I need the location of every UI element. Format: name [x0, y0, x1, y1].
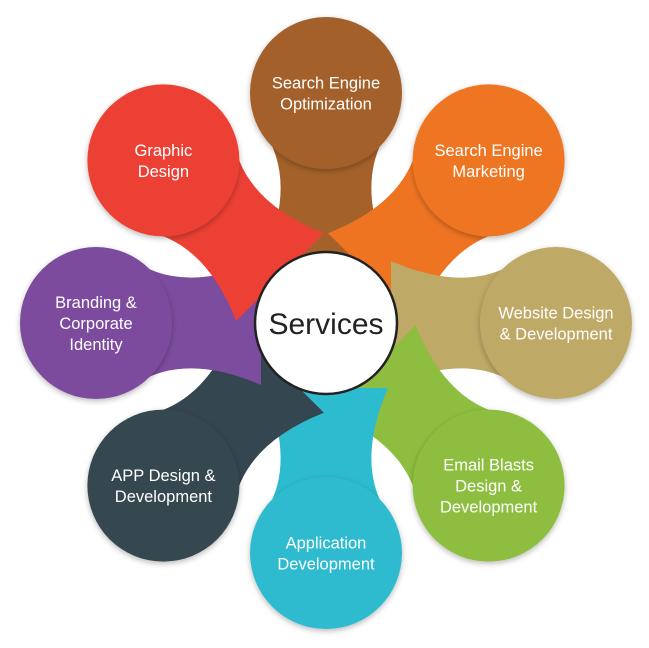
petal-label-line: Website Design [498, 305, 613, 323]
petal-circle-graphic [87, 84, 240, 237]
petal-label-line: Development [440, 499, 538, 517]
petal-label-line: Design [138, 163, 189, 181]
center-label: Services [268, 308, 383, 341]
center-hub: Services [253, 250, 399, 396]
center-circle [253, 250, 399, 396]
petal-label-line: Optimization [280, 96, 372, 114]
petal-label-line: Development [115, 488, 213, 506]
petal-app: APP Design & Development [87, 409, 240, 562]
petal-label-line: Design & [455, 478, 522, 496]
petal-label-line: Search Engine [272, 75, 380, 93]
petal-label-line: APP Design & [111, 467, 215, 485]
petal-label-line: & Development [500, 326, 613, 344]
petal-circle-app [87, 409, 240, 562]
petal-web: Website Design & Development [480, 247, 632, 399]
petal-label-line: Identity [69, 336, 123, 354]
petal-circle-seo [250, 17, 402, 169]
petal-label-line: Corporate [59, 315, 132, 333]
petal-circle-brand [20, 247, 172, 399]
petal-circle-sem [412, 84, 565, 237]
petal-label-line: Email Blasts [443, 457, 534, 475]
petal-label-line: Development [277, 556, 375, 574]
petal-circle-email [412, 409, 565, 562]
petal-circle-web [480, 247, 632, 399]
petal-label-app: APP Design & Development [111, 467, 215, 506]
petal-label-line: Branding & [55, 294, 137, 312]
petal-circle-appdev [250, 477, 402, 629]
petal-label-line: Search Engine [434, 142, 542, 160]
petal-label-line: Application [286, 535, 367, 553]
petal-label-web: Website Design & Development [498, 305, 613, 344]
petal-label-line: Graphic [135, 142, 193, 160]
petal-label-line: Marketing [452, 163, 524, 181]
